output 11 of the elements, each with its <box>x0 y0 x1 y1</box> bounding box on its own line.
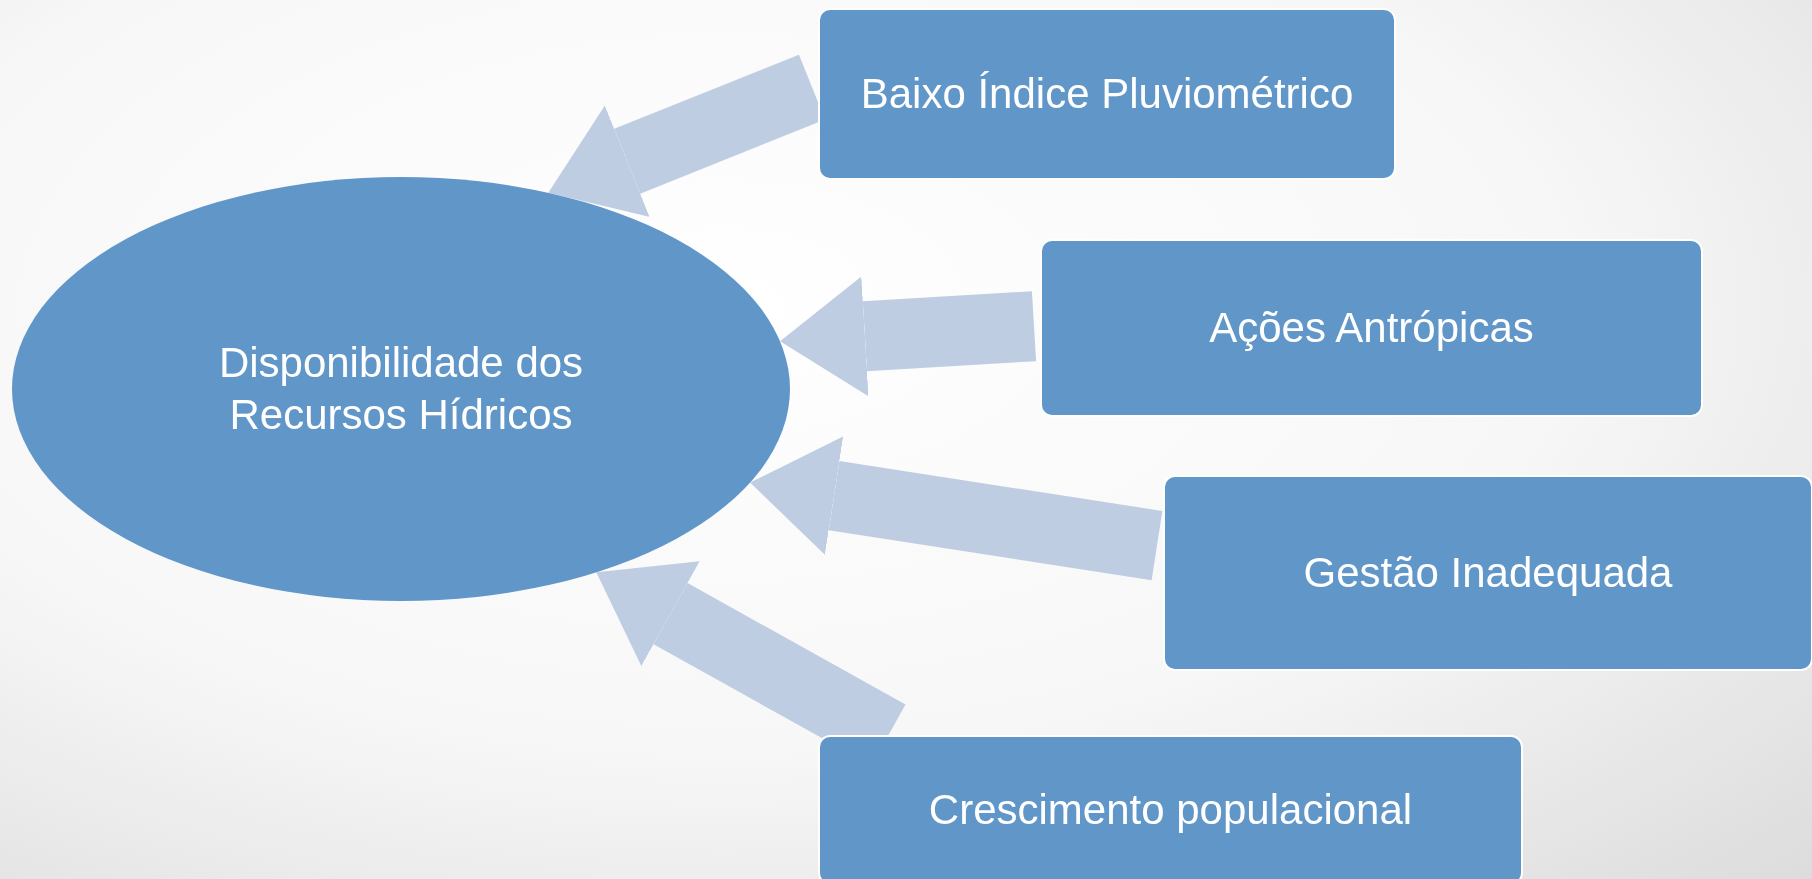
rounded-box <box>1040 239 1703 417</box>
arrow <box>750 436 1163 581</box>
node-label: Disponibilidade dos Recursos Hídricos <box>217 337 585 440</box>
node-label: Gestão Inadequada <box>1303 547 1673 598</box>
node-label: Crescimento populacional <box>928 784 1413 835</box>
node-label: Baixo Índice Pluviométrico <box>860 68 1354 119</box>
arrow <box>780 276 1037 397</box>
rounded-box <box>818 735 1523 879</box>
rounded-box <box>818 8 1396 180</box>
node-label: Ações Antrópicas <box>1209 302 1534 353</box>
rounded-box <box>1163 475 1812 671</box>
